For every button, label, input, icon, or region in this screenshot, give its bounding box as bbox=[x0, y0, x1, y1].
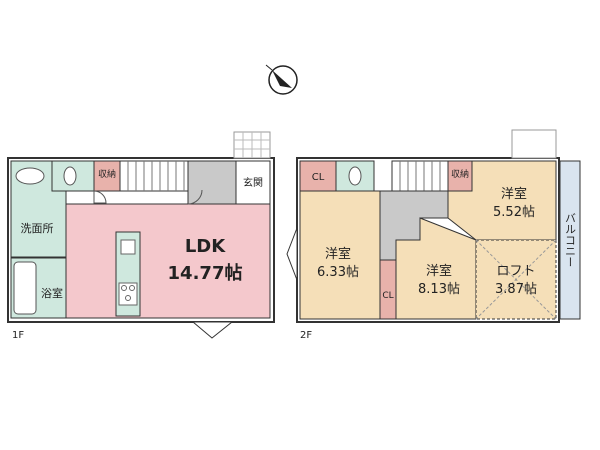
closet-label-top-left: CL bbox=[312, 172, 325, 183]
closet-label-middle: CL bbox=[382, 291, 393, 301]
entrance bbox=[235, 160, 271, 205]
storage-label-2f: 収納 bbox=[451, 168, 469, 180]
north-arrow-icon bbox=[265, 64, 298, 95]
bedroom-center-name: 洋室 bbox=[426, 263, 452, 279]
washroom-label: 洗面所 bbox=[21, 222, 54, 235]
bedroom-left-name: 洋室 bbox=[325, 246, 351, 262]
balcony-label: バルコニー bbox=[564, 213, 577, 268]
entrance-label: 玄関 bbox=[243, 176, 263, 189]
loft-size: 3.87帖 bbox=[495, 282, 537, 297]
kitchen-counter bbox=[115, 231, 141, 317]
bedroom-center-size: 8.13帖 bbox=[418, 282, 460, 297]
loft-area bbox=[475, 239, 557, 320]
bedroom-right-name: 洋室 bbox=[501, 186, 527, 202]
ldk-name: LDK bbox=[185, 236, 226, 257]
staircase-1f bbox=[119, 160, 189, 192]
balcony bbox=[559, 160, 581, 320]
hallway-1f bbox=[187, 160, 237, 205]
bedroom-right bbox=[447, 160, 557, 241]
storage-2f bbox=[447, 160, 473, 192]
storage-label-1f: 収納 bbox=[98, 168, 116, 180]
staircase-2f bbox=[391, 160, 449, 192]
ldk-size: 14.77帖 bbox=[168, 262, 243, 284]
floor-1-label: 1F bbox=[12, 330, 24, 341]
bedroom-left-size: 6.33帖 bbox=[317, 265, 359, 280]
floor-2: CL CL 収納 洋室 6.33帖 洋室 8.13帖 洋室 5.52帖 ロフト … bbox=[286, 129, 581, 341]
floor-2-label: 2F bbox=[300, 330, 312, 341]
floor-1: 収納 玄関 洗面所 浴室 LDK 14.77帖 1F bbox=[7, 131, 275, 341]
bath-label: 浴室 bbox=[41, 286, 63, 300]
bedroom-left bbox=[299, 190, 381, 320]
loft-name: ロフト bbox=[496, 264, 535, 279]
closet-middle bbox=[379, 259, 397, 320]
bedroom-right-size: 5.52帖 bbox=[493, 205, 535, 220]
porch bbox=[233, 131, 271, 159]
